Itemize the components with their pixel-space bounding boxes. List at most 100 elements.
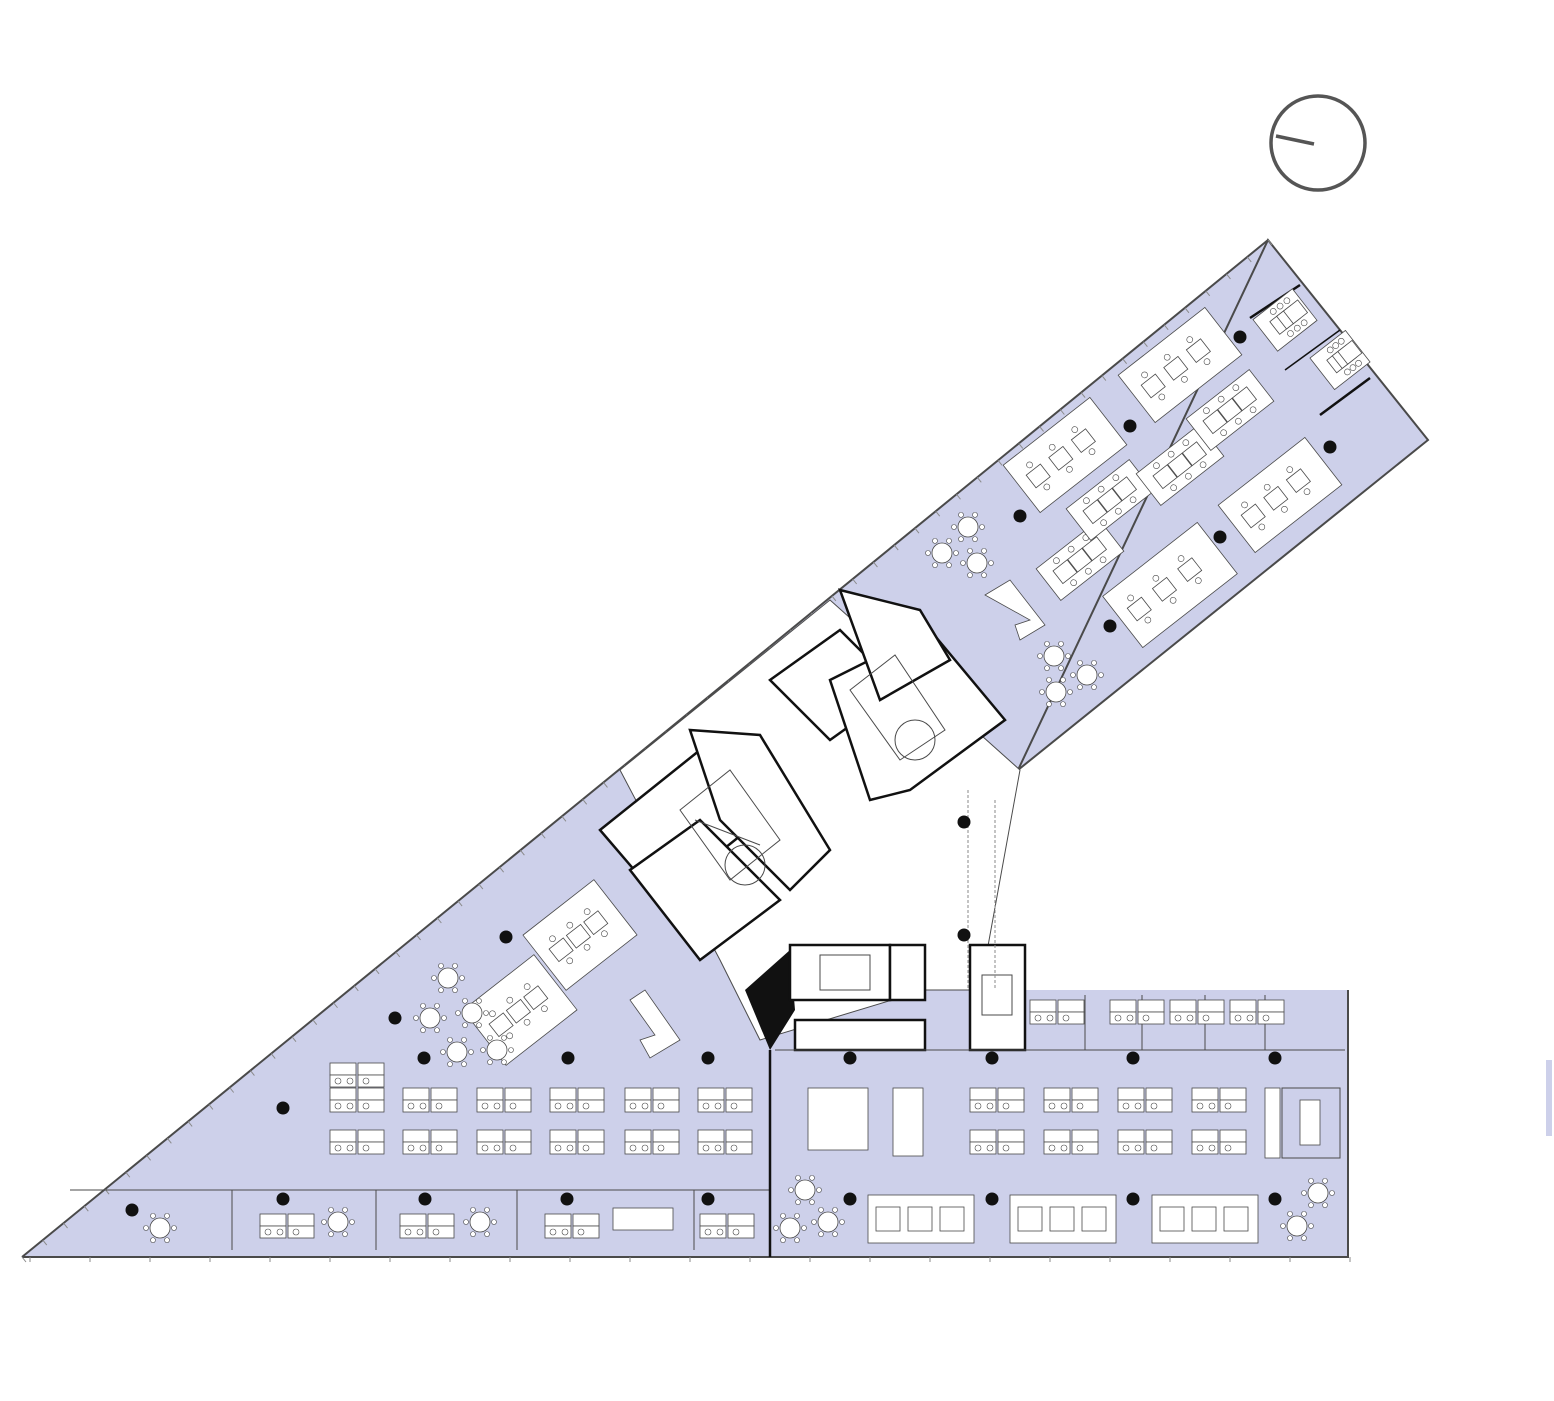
lounge-seating [629, 579, 1281, 1159]
column-icon [701, 1051, 715, 1065]
column-icon [957, 928, 971, 942]
desk-cluster-icon [697, 1129, 753, 1155]
desk-cluster-icon [1035, 519, 1125, 601]
desk-cluster-icon [1029, 999, 1085, 1025]
column-icon [985, 1192, 999, 1206]
column-icon [561, 1051, 575, 1065]
desk-cluster-icon [399, 1213, 455, 1239]
round-table-icon [480, 1035, 514, 1065]
desk-cluster-icon [1309, 329, 1371, 391]
stair-icon [819, 954, 1013, 1016]
desk-cluster-icon [476, 1129, 532, 1155]
column-icon [957, 815, 971, 829]
round-table-icon [455, 998, 489, 1028]
desk-cluster-icon [1065, 459, 1155, 541]
desk-cluster-icon [522, 879, 638, 991]
column-icon [276, 1101, 290, 1115]
desk-cluster-icon [1185, 369, 1275, 451]
desk-cluster-icon [1102, 521, 1238, 649]
column-icon [1213, 530, 1227, 544]
desk-cluster-icon [1043, 1129, 1099, 1155]
desk-cluster-icon [549, 1087, 605, 1113]
desk-cluster-icon [1191, 1129, 1247, 1155]
desk-cluster-icon [476, 1087, 532, 1113]
round-table-icon [431, 963, 465, 993]
desk-cluster-icon [1151, 1194, 1259, 1244]
stair-icon [679, 769, 781, 886]
core-left [598, 728, 832, 962]
round-table-icon [1280, 1211, 1314, 1241]
column-icon [1268, 1051, 1282, 1065]
desk-cluster-icon [624, 1129, 680, 1155]
round-table-icon [951, 512, 985, 542]
core-lower [745, 943, 1027, 1052]
desk-cluster-icon [1009, 1194, 1117, 1244]
column-icon [1123, 419, 1137, 433]
round-tables [143, 512, 1335, 1243]
desk-cluster-icon [624, 1087, 680, 1113]
north-arrow-icon [1269, 94, 1367, 192]
desk-cluster-icon [1117, 1129, 1173, 1155]
round-table-icon [321, 1207, 355, 1237]
round-table-icon [413, 1003, 447, 1033]
conference-tables [612, 1099, 1321, 1231]
round-table-icon [960, 548, 994, 578]
core-right [768, 588, 1007, 802]
desk-cluster-icon [969, 1129, 1025, 1155]
desk-cluster-icon [402, 1087, 458, 1113]
round-table-icon [440, 1037, 474, 1067]
column-icon [843, 1192, 857, 1206]
column-icon [701, 1192, 715, 1206]
desk-cluster-icon [549, 1129, 605, 1155]
desk-cluster-icon [1169, 999, 1225, 1025]
desk-cluster-icon [1191, 1087, 1247, 1113]
column-icon [560, 1192, 574, 1206]
desk-cluster-icon [1002, 396, 1128, 514]
scale-bar-fragment [1546, 1060, 1552, 1136]
column-icon [418, 1192, 432, 1206]
desk-cluster-icon [329, 1129, 385, 1155]
column-icon [417, 1051, 431, 1065]
desk-cluster-icon [1109, 999, 1165, 1025]
desk-cluster-icon [329, 1087, 385, 1113]
column-icon [1233, 330, 1247, 344]
round-table-icon [463, 1207, 497, 1237]
column-icon [843, 1051, 857, 1065]
desk-cluster-icon [1117, 1087, 1173, 1113]
desk-cluster-icon [699, 1213, 755, 1239]
desk-cluster-icon [1217, 436, 1343, 554]
desk-cluster-icon [1043, 1087, 1099, 1113]
desk-cluster-icon [969, 1087, 1025, 1113]
column-icon [1126, 1192, 1140, 1206]
desk-cluster-icon [1229, 999, 1285, 1025]
desk-cluster-icon [544, 1213, 600, 1239]
column-icon [1013, 509, 1027, 523]
column-icon [1126, 1051, 1140, 1065]
round-table-icon [143, 1213, 177, 1243]
desk-cluster-icon [402, 1129, 458, 1155]
desk-cluster-icon [329, 1062, 385, 1088]
column-icon [1268, 1192, 1282, 1206]
desk-cluster-icon [867, 1194, 975, 1244]
column-icon [276, 1192, 290, 1206]
column-icon [125, 1203, 139, 1217]
desk-cluster-icon [1252, 288, 1318, 352]
round-table-icon [1070, 660, 1104, 690]
round-table-icon [925, 538, 959, 568]
column-icon [499, 930, 513, 944]
stair-icon [849, 654, 946, 761]
round-table-icon [1301, 1178, 1335, 1208]
desk-clusters [259, 288, 1371, 1244]
desk-cluster-icon [1117, 306, 1243, 424]
desk-cluster-icon [259, 1213, 315, 1239]
column-icon [985, 1051, 999, 1065]
glass-corridor [967, 790, 996, 990]
round-table-icon [811, 1207, 845, 1237]
round-table-icon [1037, 641, 1071, 671]
column-icon [1103, 619, 1117, 633]
round-table-icon [788, 1175, 822, 1205]
round-table-icon [773, 1213, 807, 1243]
structural-columns [125, 330, 1337, 1217]
column-icon [1323, 440, 1337, 454]
